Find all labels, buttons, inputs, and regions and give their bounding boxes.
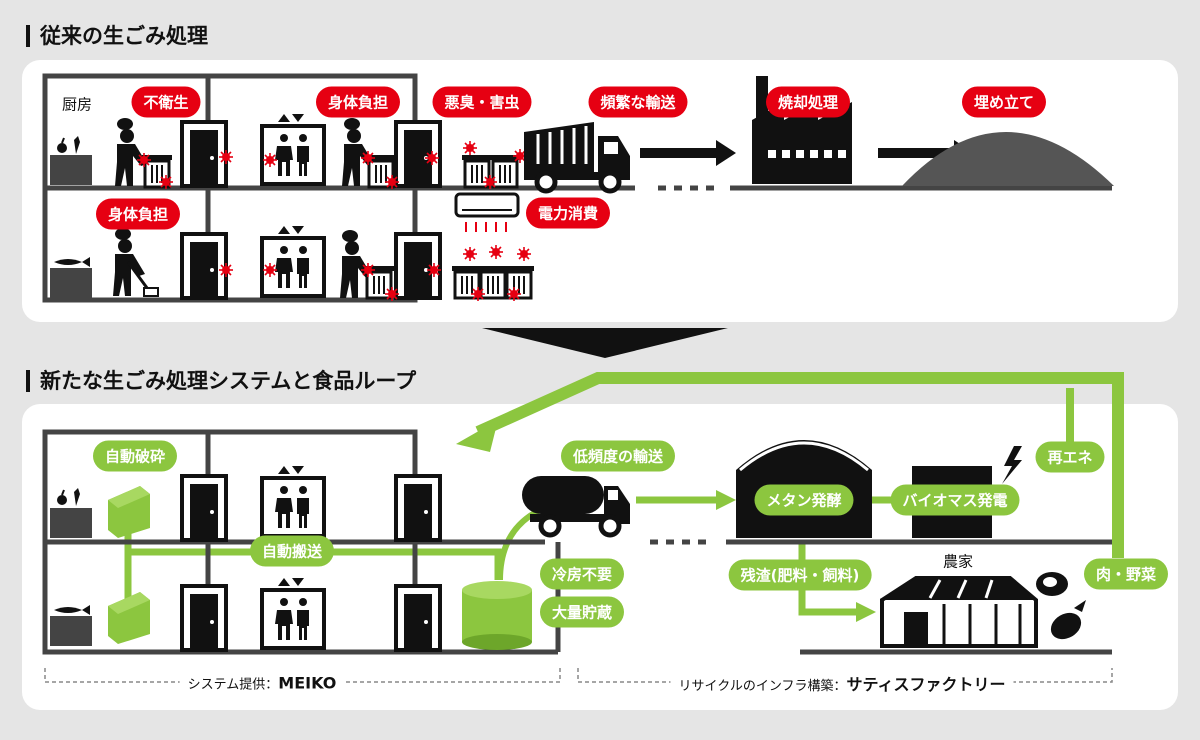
section-title-new-system: 新たな生ごみ処理システムと食品ループ bbox=[26, 370, 416, 392]
system-provider-label: システム提供： bbox=[187, 677, 279, 693]
traditional-building bbox=[42, 73, 1112, 303]
transition-arrow bbox=[482, 328, 728, 358]
large-storage-label: 大量貯蔵 bbox=[539, 596, 625, 628]
landfill-label: 埋め立て bbox=[961, 86, 1047, 118]
infrastructure-label: リサイクルのインフラ構築： bbox=[678, 679, 847, 694]
unsanitary-label: 不衛生 bbox=[131, 86, 201, 118]
physical-burden-label-2: 身体負担 bbox=[95, 198, 181, 230]
auto-transport-label: 自動搬送 bbox=[249, 535, 335, 567]
farm-label: 農家 bbox=[942, 552, 974, 571]
infrastructure-note: リサイクルのインフラ構築：サティスファクトリー bbox=[670, 669, 1014, 697]
section-title-traditional: 従来の生ごみ処理 bbox=[26, 25, 208, 47]
power-consumption-label: 電力消費 bbox=[525, 197, 611, 229]
auto-crush-label: 自動破砕 bbox=[92, 440, 178, 472]
meat-vegetables-label: 肉・野菜 bbox=[1083, 558, 1169, 590]
factory-icon bbox=[752, 76, 852, 184]
low-frequency-transport-label: 低頻度の輸送 bbox=[560, 440, 676, 472]
system-provider-note: システム提供：MEIKO bbox=[179, 671, 345, 695]
methane-fermentation-label: メタン発酵 bbox=[754, 484, 854, 516]
crusher-cube-icon bbox=[108, 486, 150, 644]
greenhouse-icon bbox=[880, 576, 1038, 648]
frequent-transport-label: 頻繁な輸送 bbox=[588, 86, 688, 118]
residue-label: 残渣(肥料・飼料) bbox=[728, 559, 872, 591]
physical-burden-label-1: 身体負担 bbox=[315, 86, 401, 118]
tanker-truck-icon bbox=[522, 476, 630, 538]
odor-pests-label: 悪臭・害虫 bbox=[432, 86, 532, 118]
landfill-mound bbox=[902, 132, 1114, 186]
renewable-energy-label: 再エネ bbox=[1035, 441, 1105, 473]
biomass-power-label: バイオマス発電 bbox=[890, 484, 1020, 516]
eggplant-icon bbox=[1050, 600, 1086, 640]
infrastructure-company: サティスファクトリー bbox=[846, 675, 1006, 694]
meat-icon bbox=[1036, 572, 1068, 596]
storage-tank-icon bbox=[462, 581, 532, 650]
garbage-truck-icon bbox=[524, 122, 630, 191]
incineration-label: 焼却処理 bbox=[765, 86, 851, 118]
no-cooling-label: 冷房不要 bbox=[539, 558, 625, 590]
kitchen-label: 厨房 bbox=[61, 95, 93, 114]
system-provider-company: MEIKO bbox=[278, 673, 337, 693]
